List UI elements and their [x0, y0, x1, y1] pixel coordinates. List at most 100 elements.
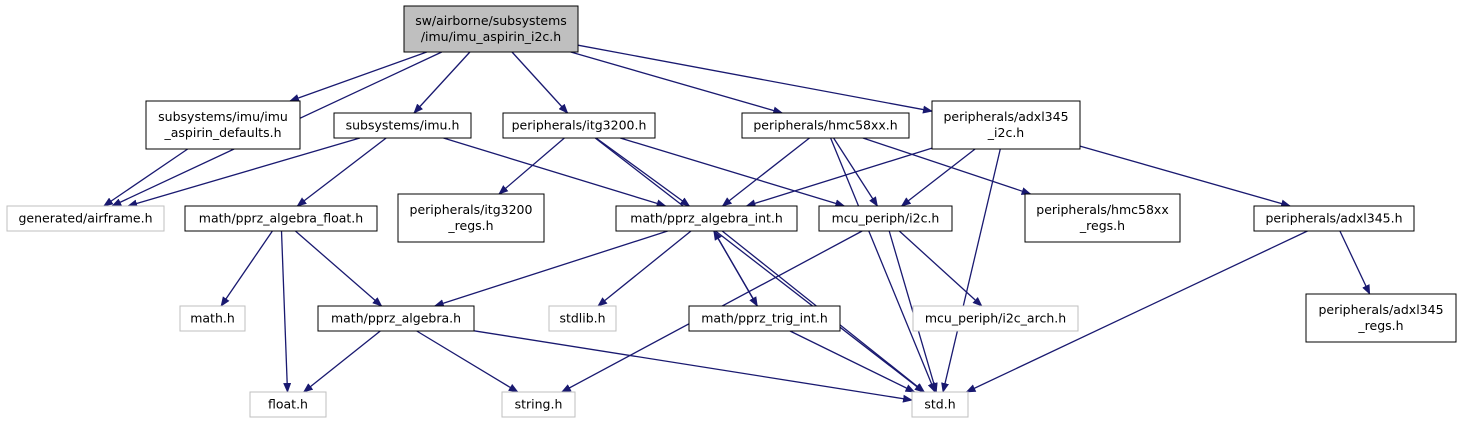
node-label: peripherals/adxl345: [1318, 302, 1443, 317]
edge-itg3200-to-i2c: [620, 137, 846, 208]
node-airframe: generated/airframe.h: [6, 205, 165, 232]
node-std: std.h: [911, 391, 969, 418]
node-imu_defaults[interactable]: subsystems/imu/imu_aspirin_defaults.h: [145, 100, 301, 150]
node-adxl345_i2c[interactable]: peripherals/adxl345_i2c.h: [931, 100, 1081, 150]
node-stdlib: stdlib.h: [548, 305, 617, 332]
node-label: math.h: [190, 311, 235, 326]
node-label: subsystems/imu/imu: [158, 109, 288, 124]
edge-imu_h-to-algebra_int: [443, 137, 667, 208]
edge-algebra-to-string: [416, 330, 519, 393]
edge-adxl345_i2c-to-std: [941, 148, 1001, 393]
node-box: [403, 5, 579, 53]
node-box: [249, 391, 327, 418]
node-label: math/pprz_trig_int.h: [701, 311, 828, 326]
node-box: [1024, 193, 1181, 243]
node-algebra_int[interactable]: math/pprz_algebra_int.h: [615, 205, 798, 232]
node-algebra_float[interactable]: math/pprz_algebra_float.h: [184, 205, 378, 232]
node-box: [818, 205, 953, 232]
edge-adxl345-to-std: [965, 230, 1308, 393]
edge-adxl345_i2c-to-adxl345: [1079, 145, 1292, 208]
node-i2c_arch: mcu_periph/i2c_arch.h: [912, 305, 1079, 332]
edge-algebra_float-to-float: [280, 230, 292, 393]
node-label: _i2c.h: [987, 125, 1024, 140]
node-label: _regs.h: [1079, 218, 1125, 233]
node-label: std.h: [924, 397, 955, 412]
node-box: [548, 305, 617, 332]
node-box: [145, 100, 301, 150]
node-box: [502, 112, 656, 139]
edge-imu_h-to-airframe: [127, 137, 361, 208]
edge-algebra_int-to-stdlib: [597, 230, 692, 307]
node-hmc58xx_regs[interactable]: peripherals/hmc58xx_regs.h: [1024, 193, 1181, 243]
node-box: [615, 205, 798, 232]
edge-algebra-to-float: [302, 330, 381, 393]
node-label: math/pprz_algebra.h: [331, 311, 461, 326]
edge-root-to-imu_defaults: [289, 51, 428, 102]
edge-itg3200-to-algebra_int: [595, 137, 691, 207]
node-label: _regs.h: [447, 218, 493, 233]
nodes-layer: sw/airborne/subsystems/imu/imu_aspirin_i…: [6, 5, 1457, 418]
node-box: [397, 193, 545, 243]
edge-algebra_float-to-math: [220, 230, 273, 307]
node-itg3200_regs[interactable]: peripherals/itg3200_regs.h: [397, 193, 545, 243]
node-root[interactable]: sw/airborne/subsystems/imu/imu_aspirin_i…: [403, 5, 579, 53]
edge-trig_int-to-std: [789, 330, 916, 393]
edge-i2c-to-i2c_arch: [898, 230, 983, 307]
node-label: peripherals/itg3200.h: [512, 118, 647, 133]
node-itg3200[interactable]: peripherals/itg3200.h: [502, 112, 656, 139]
node-string: string.h: [501, 391, 576, 418]
edge-imu_h-to-algebra_float: [296, 137, 387, 207]
node-label: sw/airborne/subsystems: [415, 13, 567, 28]
node-algebra[interactable]: math/pprz_algebra.h: [317, 305, 475, 332]
edge-root-to-adxl345_i2c: [577, 44, 933, 114]
edge-adxl345_i2c-to-algebra_int: [745, 147, 933, 208]
node-label: math/pprz_algebra_int.h: [630, 211, 783, 226]
edge-adxl345_i2c-to-i2c: [900, 148, 976, 207]
node-label: stdlib.h: [559, 311, 605, 326]
node-box: [1253, 205, 1415, 232]
node-label: string.h: [515, 397, 563, 412]
edge-algebra-to-std: [473, 330, 913, 403]
node-label: subsystems/imu.h: [346, 118, 460, 133]
node-label: peripherals/itg3200: [410, 202, 533, 217]
edge-algebra_int-to-algebra: [433, 230, 668, 308]
node-trig_int[interactable]: math/pprz_trig_int.h: [688, 305, 841, 332]
edge-root-to-imu_h: [413, 51, 471, 114]
node-box: [184, 205, 378, 232]
node-box: [501, 391, 576, 418]
node-label: peripherals/hmc58xx.h: [753, 118, 897, 133]
edge-itg3200-to-itg3200_regs: [498, 137, 565, 195]
edge-root-to-itg3200: [511, 51, 569, 114]
node-box: [6, 205, 165, 232]
node-box: [912, 305, 1079, 332]
node-label: _regs.h: [1357, 318, 1403, 333]
node-adxl345[interactable]: peripherals/adxl345.h: [1253, 205, 1415, 232]
node-label: peripherals/adxl345: [943, 109, 1068, 124]
node-box: [741, 112, 910, 139]
node-label: _aspirin_defaults.h: [163, 125, 281, 140]
node-i2c[interactable]: mcu_periph/i2c.h: [818, 205, 953, 232]
node-label: /imu/imu_aspirin_i2c.h: [421, 29, 561, 44]
node-hmc58xx[interactable]: peripherals/hmc58xx.h: [741, 112, 910, 139]
node-imu_h[interactable]: subsystems/imu.h: [333, 112, 472, 139]
node-label: float.h: [268, 397, 308, 412]
node-label: peripherals/hmc58xx: [1036, 202, 1168, 217]
edge-imu_defaults-to-airframe: [103, 148, 189, 207]
node-box: [179, 305, 246, 332]
node-label: peripherals/adxl345.h: [1266, 211, 1403, 226]
node-label: mcu_periph/i2c.h: [832, 211, 940, 226]
edges-layer: [103, 44, 1371, 403]
node-label: math/pprz_algebra_float.h: [199, 211, 363, 226]
node-box: [317, 305, 475, 332]
node-adxl345_regs[interactable]: peripherals/adxl345_regs.h: [1305, 293, 1457, 343]
edge-algebra_float-to-algebra: [294, 230, 383, 307]
node-box: [931, 100, 1081, 150]
node-box: [688, 305, 841, 332]
node-box: [333, 112, 472, 139]
node-box: [1305, 293, 1457, 343]
node-math: math.h: [179, 305, 246, 332]
node-label: mcu_periph/i2c_arch.h: [925, 311, 1066, 326]
edge-hmc58xx-to-algebra_int: [721, 137, 810, 207]
edge-trig_int-to-algebra_int: [713, 230, 758, 307]
